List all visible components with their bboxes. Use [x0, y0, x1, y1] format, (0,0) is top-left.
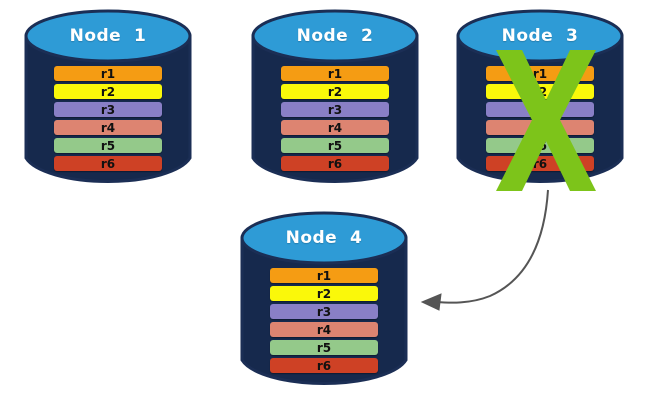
data-row: r5	[486, 138, 594, 153]
data-row: r2	[270, 286, 378, 301]
data-row: r4	[486, 120, 594, 135]
data-row-label: r3	[100, 102, 116, 117]
data-row-label: r5	[327, 138, 343, 153]
data-row-label: r1	[532, 66, 548, 81]
data-row-label: r3	[532, 102, 548, 117]
data-row-label: r3	[316, 304, 332, 319]
data-row-label: r6	[100, 156, 116, 171]
data-row: r4	[270, 322, 378, 337]
data-row: r3	[54, 102, 162, 117]
data-row-label: r5	[532, 138, 548, 153]
data-row: r3	[281, 102, 389, 117]
data-row: r1	[54, 66, 162, 81]
data-row-label: r2	[327, 84, 343, 99]
data-row-label: r2	[532, 84, 548, 99]
data-row-label: r2	[100, 84, 116, 99]
data-row: r5	[281, 138, 389, 153]
row-stack-4: r1 r2 r3 r4 r5 r6	[240, 268, 408, 376]
data-row: r1	[281, 66, 389, 81]
data-row: r2	[486, 84, 594, 99]
row-stack-3: r1 r2 r3 r4 r5 r6	[456, 66, 624, 174]
data-row-label: r5	[100, 138, 116, 153]
data-row: r1	[270, 268, 378, 283]
data-row-label: r1	[316, 268, 332, 283]
data-row-label: r5	[316, 340, 332, 355]
data-row: r5	[270, 340, 378, 355]
data-row-label: r2	[316, 286, 332, 301]
data-row: r6	[281, 156, 389, 171]
data-row-label: r4	[316, 322, 332, 337]
data-row: r4	[54, 120, 162, 135]
data-row: r3	[270, 304, 378, 319]
data-row-label: r6	[316, 358, 332, 373]
data-row-label: r1	[100, 66, 116, 81]
data-row: r2	[54, 84, 162, 99]
data-row-label: r1	[327, 66, 343, 81]
data-row-label: r4	[327, 120, 343, 135]
data-row: r5	[54, 138, 162, 153]
row-stack-2: r1 r2 r3 r4 r5 r6	[251, 66, 419, 174]
data-row: r1	[486, 66, 594, 81]
data-row: r6	[54, 156, 162, 171]
data-row-label: r6	[327, 156, 343, 171]
row-stack-1: r1 r2 r3 r4 r5 r6	[24, 66, 192, 174]
data-row-label: r4	[532, 120, 548, 135]
data-row: r4	[281, 120, 389, 135]
data-row-label: r4	[100, 120, 116, 135]
data-row: r2	[281, 84, 389, 99]
data-row: r3	[486, 102, 594, 117]
data-row-label: r3	[327, 102, 343, 117]
data-row: r6	[270, 358, 378, 373]
data-row: r6	[486, 156, 594, 171]
data-row-label: r6	[532, 156, 548, 171]
